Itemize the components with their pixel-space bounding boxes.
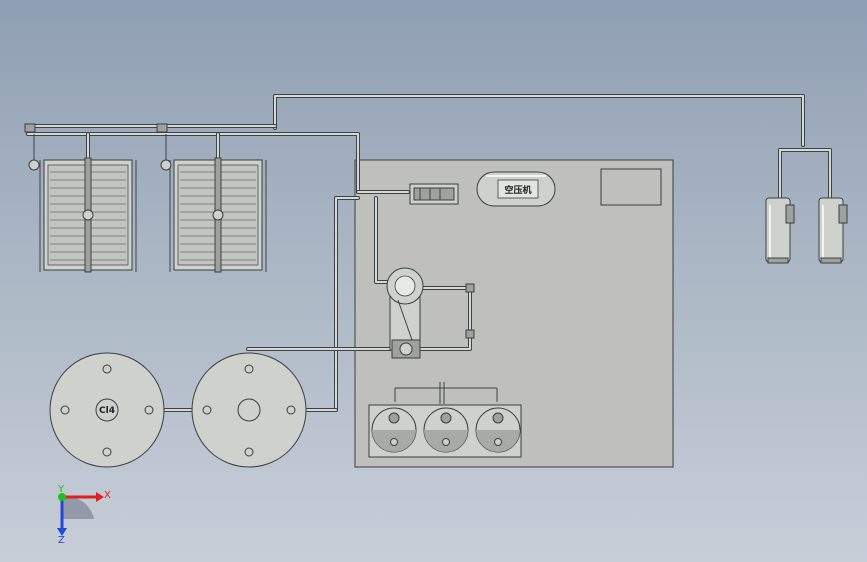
valve-right[interactable] [156,123,172,171]
axis-z-label: Z [58,535,65,546]
disc-label: Cl4 [99,406,115,416]
filter-press-right[interactable] [169,157,267,273]
compressor-label: 空压机 [504,184,531,196]
axis-x-label: X [104,490,111,501]
disc-right[interactable] [191,352,307,468]
filter-press-left[interactable] [39,157,137,273]
dosing-tank-1[interactable] [371,407,417,453]
panel-nameplate[interactable] [600,168,662,206]
axis-y-label: Y [57,484,65,495]
motor-unit[interactable] [409,183,459,205]
disc-left[interactable]: Cl4 [49,352,165,468]
filter-canister-left[interactable] [765,197,795,264]
filter-canister-right[interactable] [818,197,848,264]
coordinate-triad: X Y Z [57,484,111,546]
air-compressor[interactable]: 空压机 [476,171,556,207]
valve-left[interactable] [24,123,40,171]
dosing-tank-3[interactable] [475,407,521,453]
dosing-tank-2[interactable] [423,407,469,453]
pipe-fittings [465,283,475,339]
centrifugal-pump[interactable] [386,267,424,359]
